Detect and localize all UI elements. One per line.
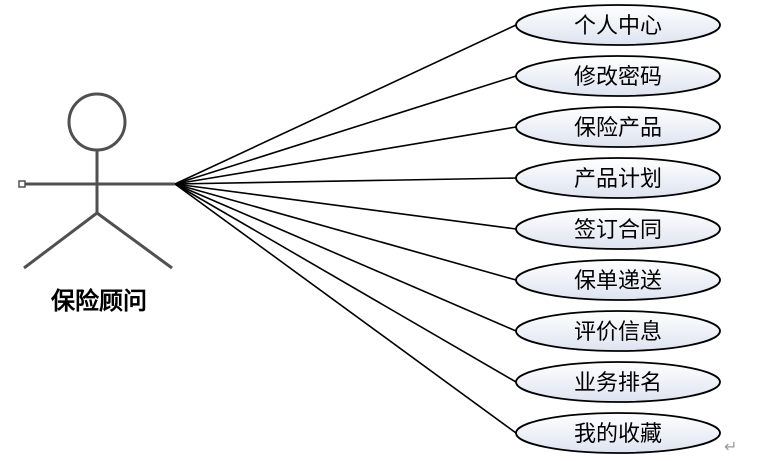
use-case-ellipse [515,412,721,454]
use-case: 产品计划 [515,157,721,199]
use-case-label: 产品计划 [574,167,662,192]
actor-left-leg [23,211,98,270]
use-case: 保险产品 [515,106,721,148]
actor-right-leg [96,211,173,270]
use-case-label: 保单递送 [574,269,662,294]
use-case-ellipse [515,361,721,403]
association-line [174,75,517,185]
association-line [174,183,517,383]
use-case-ellipse [515,4,721,46]
use-case-ellipse [515,208,721,250]
association-line [174,183,517,434]
use-case: 保单递送 [515,259,721,301]
association-line [174,177,517,185]
actor-left-hand [18,180,26,188]
use-case-ellipse [515,106,721,148]
use-case-ellipse [515,157,721,199]
use-case: 签订合同 [515,208,721,250]
use-case-label: 我的收藏 [574,422,662,447]
use-case-label: 修改密码 [574,65,662,90]
paragraph-mark: ↵ [724,437,737,456]
use-case: 我的收藏 [515,412,721,454]
use-case-label: 评价信息 [574,320,662,345]
actor-head [67,92,127,152]
actor-label: 保险顾问 [50,286,147,315]
stick-figure-actor-icon [18,92,175,270]
use-case: 评价信息 [515,310,721,352]
use-case-label: 业务排名 [574,371,662,396]
use-case-label: 个人中心 [574,14,662,39]
use-case-ellipse [515,310,721,352]
association-line [174,183,517,332]
use-case-ellipse [515,259,721,301]
association-line [174,183,517,230]
association-line [174,24,517,185]
use-case: 个人中心 [515,4,721,46]
use-case-ellipse [515,55,721,97]
association-lines [174,24,517,434]
use-case: 修改密码 [515,55,721,97]
use-case-label: 签订合同 [574,218,662,243]
use-case-label: 保险产品 [574,116,662,141]
association-line [174,183,517,281]
association-line [174,126,517,185]
use-case: 业务排名 [515,361,721,403]
